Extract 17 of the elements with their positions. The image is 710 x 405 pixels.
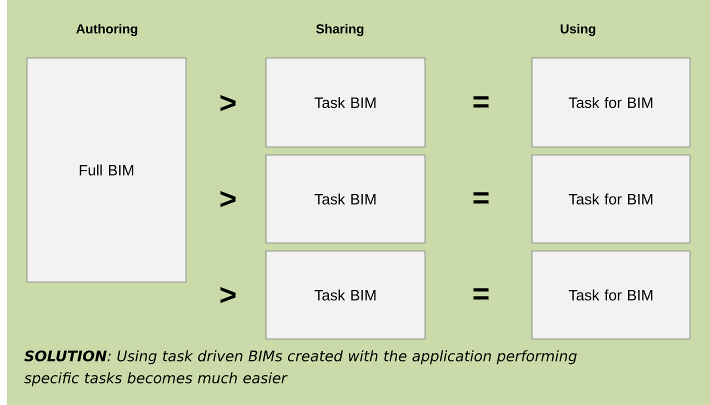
relation-symbol: >	[220, 191, 236, 208]
text-box: Task for BIM	[532, 154, 690, 244]
relation-symbol: =	[473, 288, 489, 300]
column-heading: Sharing	[316, 24, 364, 36]
relation-symbol: =	[473, 96, 489, 108]
text-box: Full BIM	[26, 58, 186, 282]
text-box: Task BIM	[266, 154, 426, 244]
relation-symbol: =	[473, 192, 489, 204]
caption: SOLUTION: Using task driven BIMs created with the application performing specific tasks becomes much easier	[24, 350, 577, 386]
text-box: Task BIM	[266, 58, 426, 148]
text-box: Task for BIM	[532, 250, 690, 340]
text-box: Task BIM	[266, 250, 426, 340]
relation-symbol: >	[220, 287, 236, 304]
text-box: Task for BIM	[532, 58, 690, 148]
relation-symbol: >	[220, 95, 236, 112]
column-heading: Authoring	[76, 24, 138, 36]
column-heading: Using	[560, 24, 596, 36]
